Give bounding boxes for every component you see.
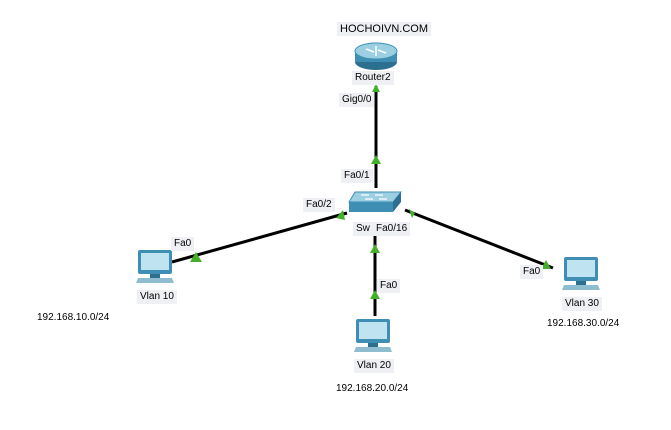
switch-port-fa0-16: Fa0/16 (373, 222, 411, 236)
router-name: Router2 (352, 71, 394, 85)
link-switch-vlan30[interactable] (404, 208, 554, 270)
subnet-vlan10: 192.168.10.0/24 (37, 312, 110, 323)
link-up-icon (370, 290, 380, 299)
switch-port-fa0-2: Fa0/2 (303, 198, 335, 212)
pc-vlan30-name: Vlan 30 (562, 297, 602, 311)
router-port-label: Gig0/0 (339, 93, 375, 107)
subnet-vlan20: 192.168.20.0/24 (336, 383, 409, 394)
pc-vlan20-port: Fa0 (377, 279, 401, 293)
switch-icon[interactable] (347, 190, 403, 216)
pc-vlan10-port: Fa0 (171, 237, 195, 251)
pc-vlan10-icon[interactable] (136, 248, 176, 286)
pc-vlan20-name: Vlan 20 (354, 359, 394, 373)
banner-label: HOCHOIVN.COM (337, 22, 431, 36)
pc-vlan30-icon[interactable] (562, 255, 602, 293)
link-up-icon (190, 252, 202, 262)
switch-port-fa0-1: Fa0/1 (341, 169, 373, 183)
link-up-icon (370, 244, 380, 253)
pc-vlan30-port: Fa0 (520, 265, 544, 279)
link-up-icon (371, 155, 381, 164)
link-up-icon (409, 209, 415, 218)
pc-vlan20-icon[interactable] (354, 317, 394, 355)
pc-vlan10-name: Vlan 10 (137, 290, 177, 304)
router-icon[interactable] (352, 40, 400, 72)
subnet-vlan30: 192.168.30.0/24 (547, 318, 620, 329)
link-switch-vlan10[interactable] (171, 211, 348, 264)
link-up-icon (336, 210, 345, 220)
link-up-icon (541, 260, 551, 269)
switch-name: Sw (353, 222, 373, 236)
link-up-icon (372, 84, 380, 92)
